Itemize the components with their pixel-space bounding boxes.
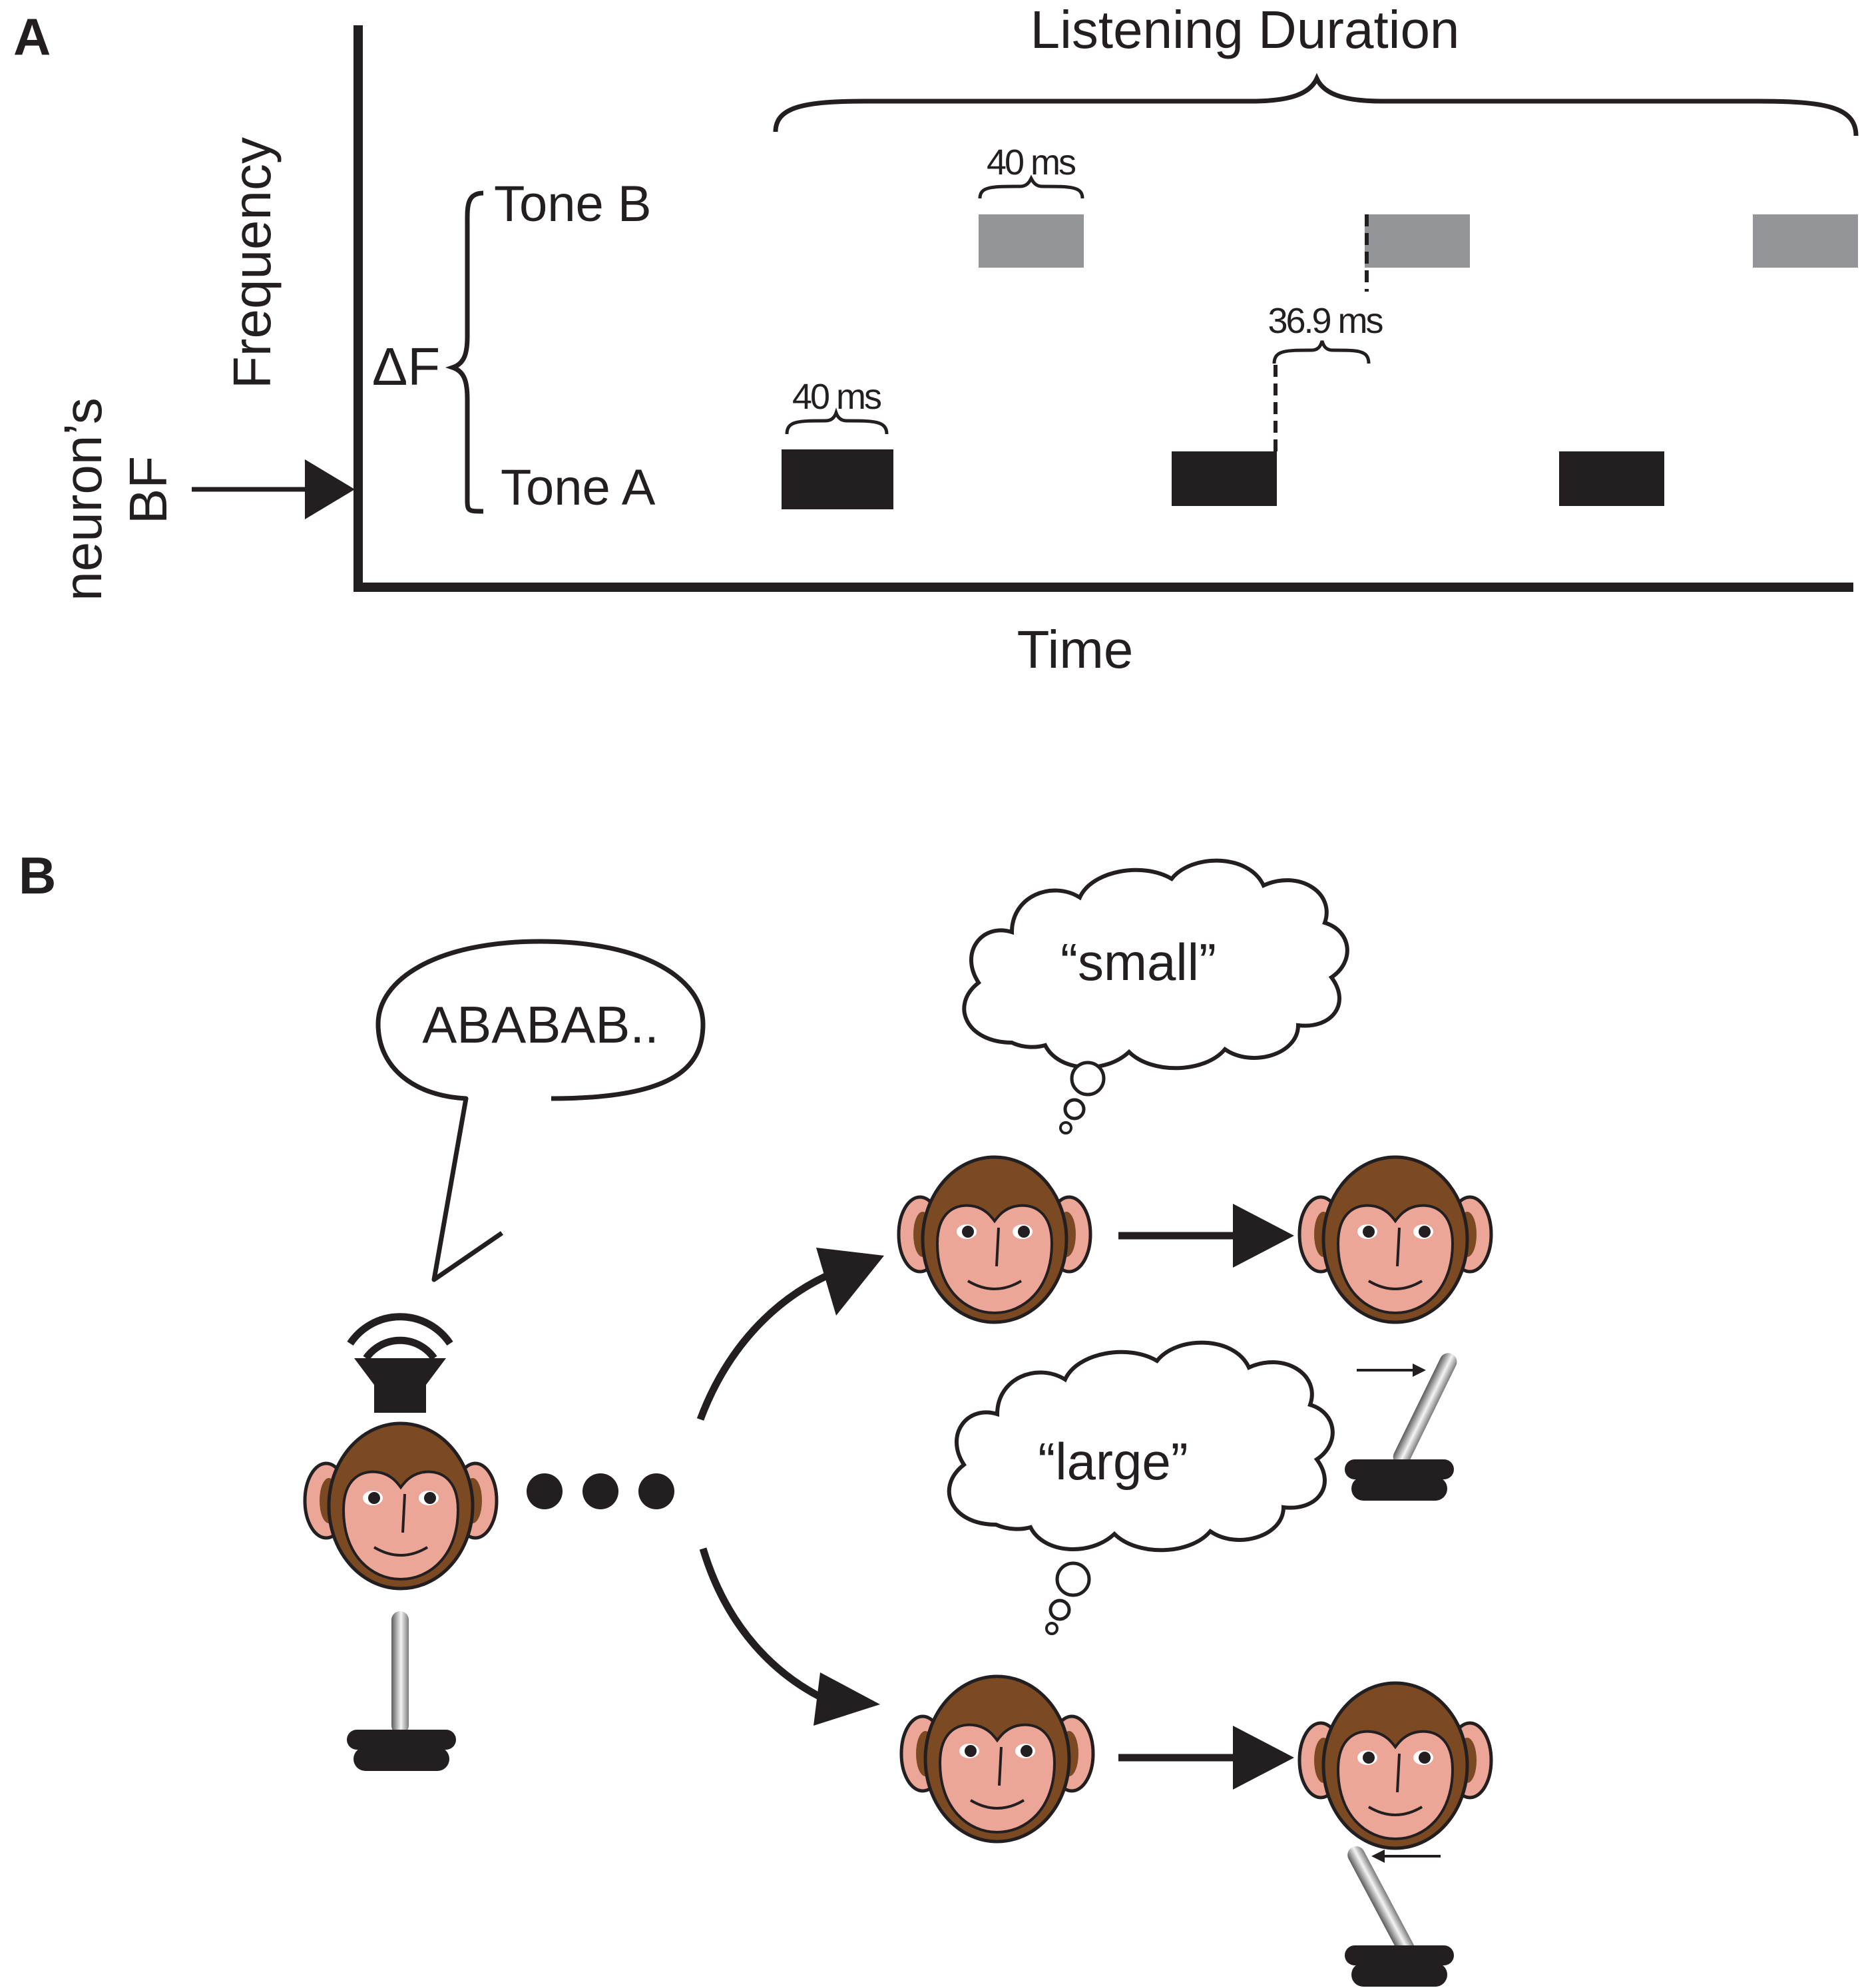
result-arrow-top <box>1118 1204 1294 1268</box>
panel-b-letter: B <box>19 846 56 905</box>
speaker-icon <box>347 1313 453 1413</box>
thought-cloud-small: “small” <box>962 858 1349 1134</box>
speech-text: ABABAB.. <box>422 995 659 1054</box>
listening-duration-label: Listening Duration <box>1031 0 1460 59</box>
gap-duration-label: 36.9 ms <box>1268 301 1383 341</box>
delta-f-label: ΔF <box>372 337 440 396</box>
delta-f-brace <box>445 190 484 514</box>
monkey-face-icon <box>305 1423 497 1589</box>
x-axis-label: Time <box>1017 620 1134 679</box>
thought-large-text: “large” <box>1038 1432 1188 1491</box>
bf-label-line2: BF <box>118 456 178 524</box>
tone-a-bar <box>1559 451 1664 506</box>
tone-a-duration-label: 40 ms <box>792 377 881 417</box>
branch-arrow-down <box>699 1547 880 1726</box>
bf-arrow <box>192 459 355 519</box>
speech-bubble: ABABAB.. <box>375 939 706 1282</box>
y-axis-label: Frequency <box>222 137 282 389</box>
joystick-icon <box>1345 1353 1457 1501</box>
tone-a-bar <box>1172 451 1277 506</box>
ellipsis-dots-icon <box>527 1473 674 1509</box>
tone-a-duration-brace <box>785 407 889 435</box>
monkey-face-icon <box>1299 1683 1491 1848</box>
gap-duration-brace <box>1272 340 1371 364</box>
tone-b-duration-brace <box>978 174 1084 199</box>
tone-b-bar <box>979 214 1084 268</box>
tone-b-duration-label: 40 ms <box>987 142 1076 182</box>
panel-a-letter: A <box>13 7 51 66</box>
tone-b-label: Tone B <box>494 176 652 232</box>
monkey-face-icon <box>899 1157 1090 1322</box>
thought-small-text: “small” <box>1060 933 1216 991</box>
bf-label-line1: neuron’s <box>53 397 113 601</box>
monkey-face-icon <box>1299 1157 1491 1322</box>
listening-duration-brace <box>773 73 1859 136</box>
joystick-icon <box>1345 1846 1454 1987</box>
panel-b: B ABABAB.. <box>19 846 1491 1987</box>
direction-arrow-right-icon <box>1357 1364 1426 1377</box>
result-arrow-bottom <box>1118 1726 1294 1790</box>
tone-a-label: Tone A <box>501 459 656 516</box>
joystick-icon <box>347 1611 456 1771</box>
thought-cloud-large: “large” <box>947 1340 1335 1635</box>
tone-b-bar <box>1753 214 1858 268</box>
monkey-face-icon <box>901 1676 1093 1842</box>
tone-b-bar <box>1365 214 1470 268</box>
panel-a: A Time Frequency neuron’s BF ΔF Tone B T… <box>13 0 1859 679</box>
direction-arrow-left-icon <box>1371 1850 1441 1863</box>
branch-arrow-up <box>696 1248 884 1421</box>
tone-a-bar <box>782 449 893 509</box>
